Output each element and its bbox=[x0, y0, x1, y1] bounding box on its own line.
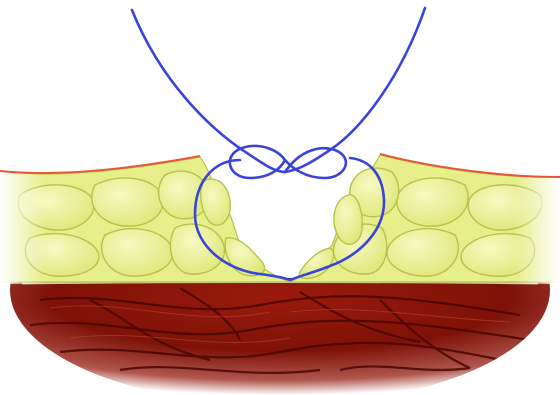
muscle-layer bbox=[0, 278, 560, 395]
fat-layer-left bbox=[0, 157, 290, 284]
suture-right-strand bbox=[285, 8, 425, 172]
